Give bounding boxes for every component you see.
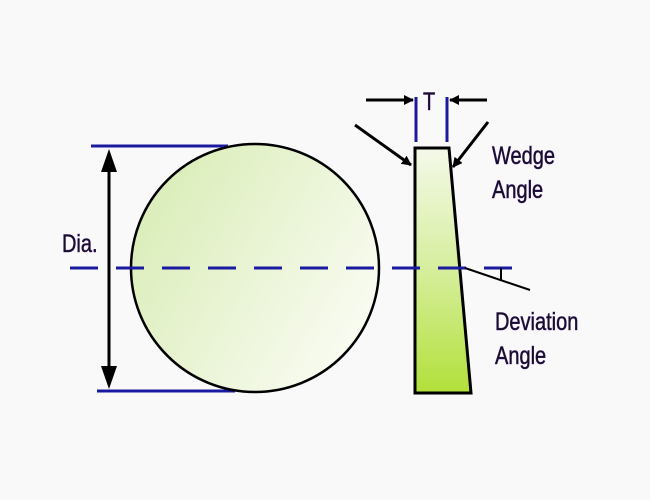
deviated-ray xyxy=(464,267,531,291)
diameter-label: Dia. xyxy=(62,230,98,258)
wedge-angle-left-arrow xyxy=(354,123,412,167)
wedge-side-view xyxy=(413,146,473,395)
wedge-angle-label-line2: Angle xyxy=(492,176,543,204)
deviation-angle-label-line1: Deviation xyxy=(495,308,578,336)
thickness-label: T xyxy=(423,88,435,116)
wedge-angle-label-line1: Wedge xyxy=(492,142,555,170)
wedge-angle-right-arrow xyxy=(451,121,490,168)
diameter-arrow xyxy=(101,149,117,389)
deviation-angle-label-line2: Angle xyxy=(495,342,546,370)
